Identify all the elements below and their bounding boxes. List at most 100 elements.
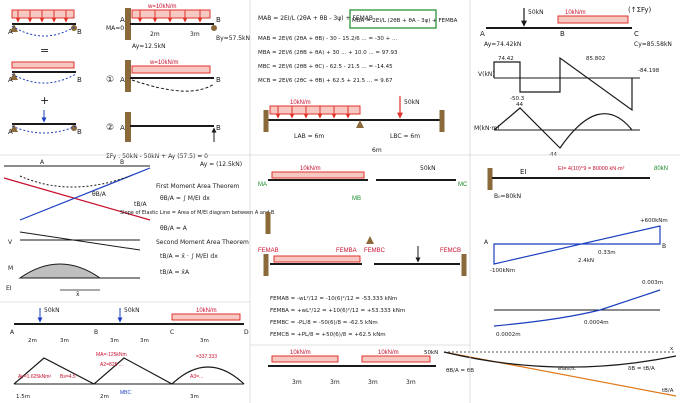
- ma-a: A: [40, 159, 45, 166]
- mid-force-label: 50kN: [404, 99, 420, 106]
- step1-b: B: [216, 76, 221, 84]
- shear-curve: [493, 56, 633, 112]
- panel-bottom-beam: 10kN/m 10kN/m 50kN 3m 3m 3m 3m: [268, 350, 438, 386]
- rm-val-3: 2.4kN: [578, 258, 594, 264]
- step1-a: A: [120, 76, 125, 84]
- bl-val-1: A2=825 ...: [100, 362, 123, 368]
- rm-slope-curve: [493, 289, 661, 327]
- panel-cantilever-deflection: EI EI= 4(10)^9 = 80000 kN·m² 80kN B₀=80k…: [484, 166, 668, 338]
- panel-moment-area-theorems: A B θB/A tB/A V M EI x̄ First Moment Are…: [3, 159, 275, 298]
- tangent-line-a: [3, 177, 151, 221]
- br-x: x: [670, 346, 674, 352]
- bl-val-2: MA=-125kNm: [96, 352, 127, 358]
- fem-cb-label: FEMCB: [440, 248, 461, 254]
- fbd-equilibrium: ΣFy : 50kN - 50kN + Ay (57.5) = 0: [106, 153, 208, 160]
- pin-support-icon: [10, 24, 18, 32]
- bl-a: A: [10, 329, 15, 336]
- shear-val-3: 85.802: [586, 56, 605, 62]
- ma-t: tB/A: [134, 201, 147, 208]
- bm-dim-1: 3m: [292, 379, 302, 386]
- br-delta: δB = tB/A: [628, 366, 655, 372]
- bl-span-4: 3m: [140, 338, 149, 344]
- moment-curve: [493, 107, 633, 149]
- plus-sign: +: [40, 94, 49, 107]
- tr-reaction-a: Ay=74.42kN: [484, 41, 521, 48]
- rm-moment-diagram: [493, 225, 661, 265]
- panel-shear-moment: (↑ΣFy) 50kN 10kN/m A B C Ay=74.42kN Cy=8…: [474, 6, 672, 158]
- bm-dim-4: 3m: [406, 379, 416, 386]
- tr-force-label: 50kN: [528, 9, 544, 16]
- fbd-span-b: 3m: [190, 31, 200, 38]
- roller-support-icon: [71, 25, 77, 31]
- ma-theta: θB/A: [92, 191, 107, 198]
- distributed-load-1: [11, 9, 75, 19]
- slope-note: Slope of Elastic Line = Area of M/EI dia…: [120, 210, 275, 216]
- step-2-marker: ②: [106, 123, 114, 133]
- moment-val-1: 44: [516, 102, 523, 108]
- label-b-1: B: [77, 28, 82, 36]
- fbd-span-a: 2m: [150, 31, 160, 38]
- bl-val-3: Bs=4.5: [60, 374, 76, 380]
- bl-force-2: 50kN: [124, 307, 140, 314]
- label-a-3: A: [8, 128, 13, 136]
- label-a-2: A: [8, 76, 13, 84]
- ma-b: B: [120, 159, 124, 166]
- fem-mc: MC: [458, 182, 468, 188]
- fem-calc-1: FEMAB = -wL²/12 = -10(6)²/12 = -53.333 k…: [270, 295, 397, 302]
- fbd-ay-result: Ay = (12.5kN): [200, 161, 242, 168]
- bm-dim-2: 3m: [330, 379, 340, 386]
- tangent-line: [443, 351, 677, 397]
- rm-val-4: 0.0002m: [496, 332, 521, 338]
- second-theorem-eq: tB/A = x̄ · ∫ M/EI dx: [160, 253, 218, 260]
- fem-calc-2: FEMBA = +wL²/12 = +10(6)²/12 = +53.333 k…: [270, 307, 405, 314]
- mid-load-label: 10kN/m: [290, 100, 311, 106]
- equation-line-4: MBC = 2EI/6 (2θB + θC) - 62.5 - 21.5 ...…: [258, 64, 393, 70]
- boxed-equation-frame: [349, 9, 437, 29]
- bl-val-5: MBC: [120, 390, 132, 396]
- rm-ei-value: EI= 4(10)^9 = 80000 kN·m²: [558, 166, 625, 172]
- fbd-a: A: [120, 16, 125, 24]
- equation-line-3: MBA = 2EI/6 (2θB + θA) + 30 ... + 10.0 .…: [258, 50, 398, 56]
- rm-reaction: B₀=80kN: [494, 193, 521, 200]
- bl-d: D: [244, 329, 249, 336]
- tr-load-label: 10kN/m: [565, 10, 586, 16]
- fem-bc-label: FEMBC: [364, 248, 386, 254]
- bl-c: C: [170, 329, 174, 336]
- equation-line-1: MAB = 2EI/L (2θA + θB - 3ψ) + FEMAB: [258, 15, 373, 22]
- bl-dim-3: 3m: [190, 394, 199, 400]
- bm-load-1: 10kN/m: [290, 350, 311, 356]
- bl-dim-2: 2m: [100, 394, 109, 400]
- step2-a: A: [120, 124, 125, 132]
- bl-b: B: [94, 329, 98, 336]
- bl-val-0: Ay=1.625kNm²: [18, 374, 51, 380]
- br-t: tB/A: [662, 388, 674, 394]
- mid-span-2: LBC = 6m: [390, 133, 420, 140]
- moment-area-shaded: [18, 263, 102, 279]
- mid-span-1: LAB = 6m: [294, 133, 324, 140]
- ma-xbar: x̄: [76, 291, 80, 298]
- shear-val-1: 74.42: [498, 56, 514, 62]
- fem-calc-3: FEMBC = -PL/8 = -50(6)/8 = -62.5 kNm: [270, 320, 378, 326]
- bm-dim-3: 3m: [368, 379, 378, 386]
- second-theorem-eq-b: tB/A = x̄A: [160, 269, 190, 276]
- ma-v-label: V: [8, 239, 13, 246]
- shear-val-4: -84.198: [638, 68, 660, 74]
- fem-mb: MB: [352, 196, 361, 202]
- br-theta: θB/A = θB: [446, 368, 474, 374]
- bl-force-1: 50kN: [44, 307, 60, 314]
- first-theorem-title: First Moment Area Theorem: [156, 183, 240, 190]
- fem-ba-label: FEMBA: [336, 248, 357, 254]
- bl-span-2: 3m: [60, 338, 69, 344]
- rm-val-5: 0.0004m: [584, 320, 609, 326]
- second-theorem-title: Second Moment Area Theorem: [156, 239, 249, 246]
- ma-m-label: M: [8, 265, 13, 272]
- bl-force-3: 10kN/m: [196, 308, 217, 314]
- bl-span-3: 3m: [110, 338, 119, 344]
- rm-force: 80kN: [654, 166, 668, 172]
- bl-span-5: 3m: [200, 338, 209, 344]
- rm-ei: EI: [520, 168, 527, 176]
- label-a-1: A: [8, 28, 13, 36]
- fem-ab-label: FEMAB: [258, 248, 279, 254]
- fbd-b: B: [216, 16, 221, 24]
